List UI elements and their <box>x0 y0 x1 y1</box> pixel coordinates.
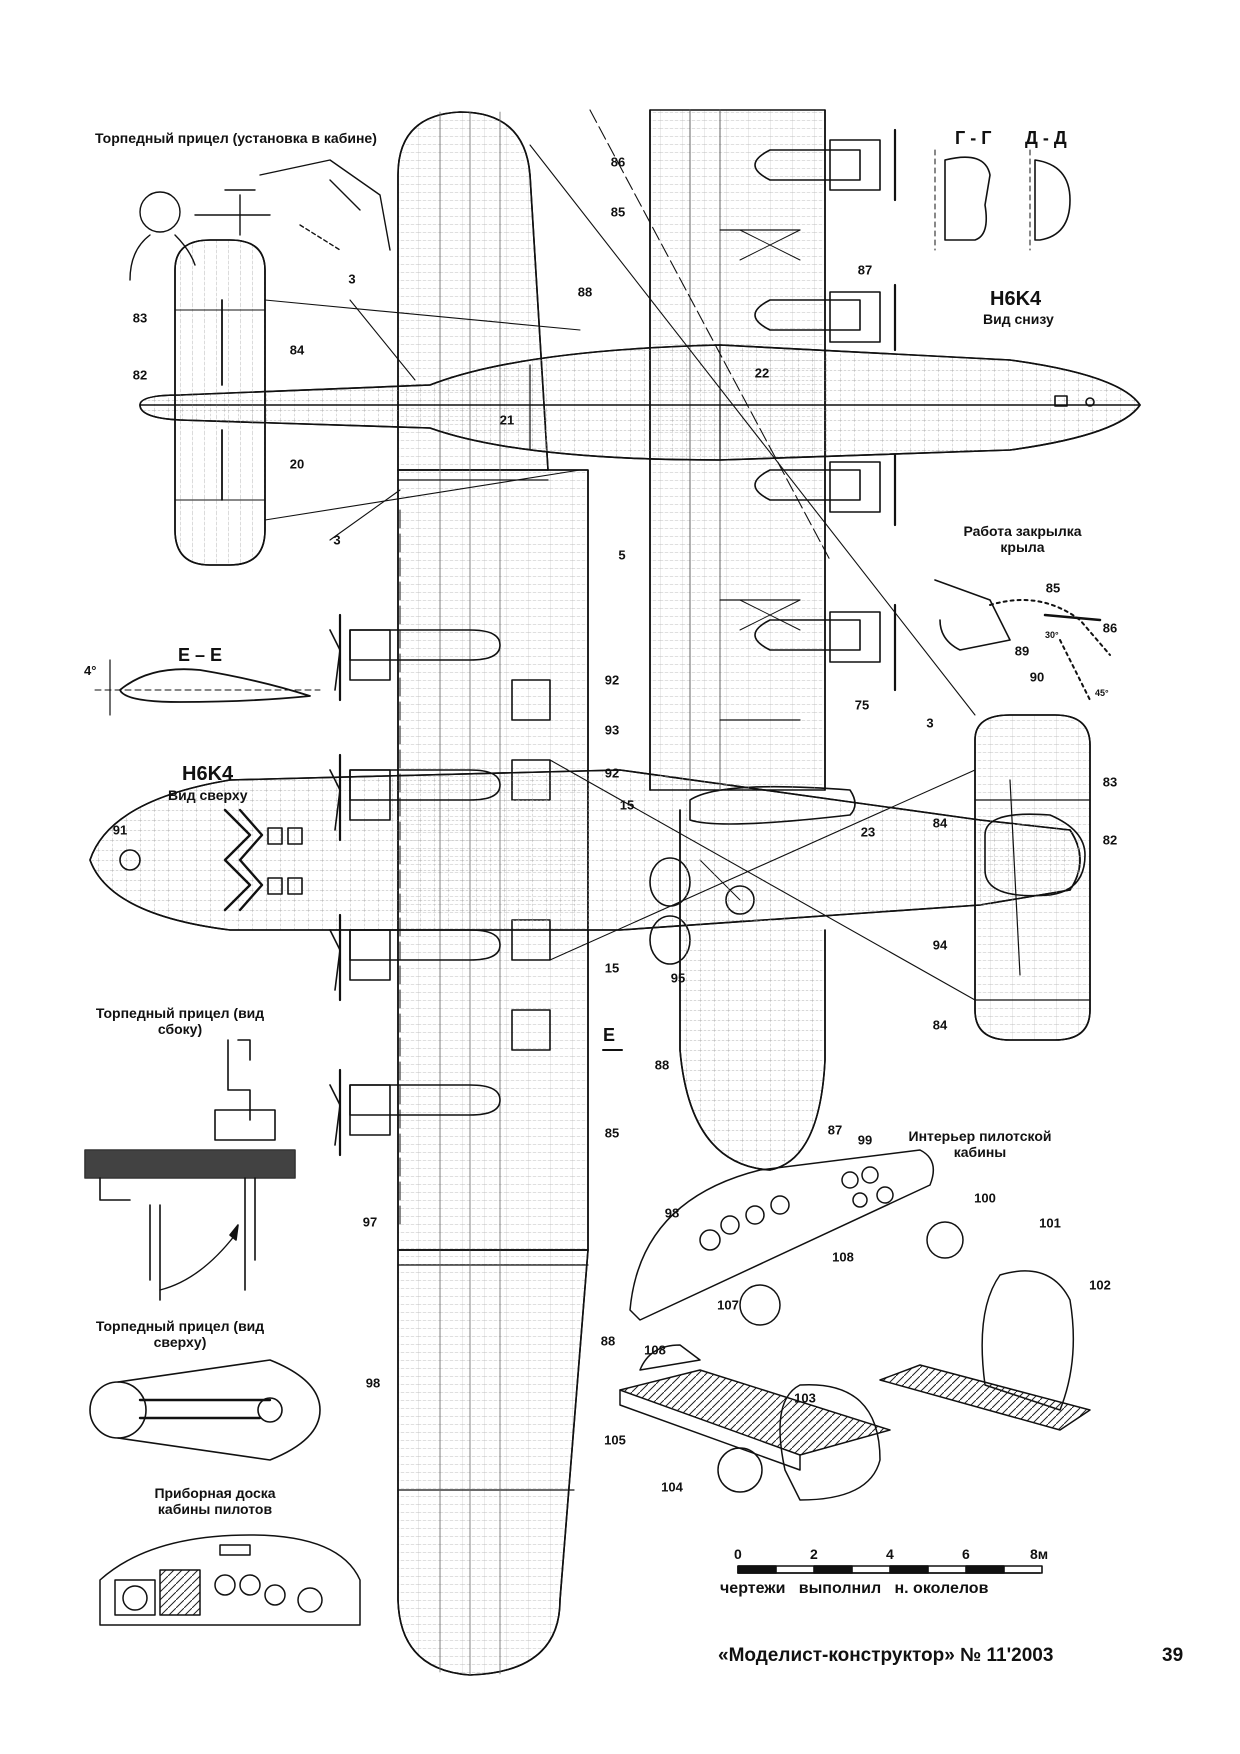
callout-83: 83 <box>132 310 148 326</box>
callout-84: 84 <box>932 815 948 831</box>
caption-torpedo-sight-side: Торпедный прицел (вид сбоку) <box>95 1005 265 1038</box>
magazine-footer: «Моделист-конструктор» № 11'2003 <box>718 1645 1054 1666</box>
drawing-credits: чертежи выполнил н. околелов <box>720 1580 989 1597</box>
scale-tick-4: 4 <box>886 1546 894 1562</box>
callout-87: 87 <box>827 1122 843 1138</box>
callout-22: 22 <box>754 365 770 381</box>
bottom-view-fuselage <box>139 344 1141 461</box>
callout-92: 92 <box>604 765 620 781</box>
callout-104: 104 <box>661 1479 683 1495</box>
callout-20: 20 <box>289 456 305 472</box>
callout-85: 85 <box>604 1125 620 1141</box>
callout-82: 82 <box>132 367 148 383</box>
callout-15: 15 <box>619 797 635 813</box>
callout-98: 98 <box>365 1375 381 1391</box>
section-profiles <box>934 149 1071 251</box>
callout-100: 100 <box>974 1190 996 1206</box>
callout-92: 92 <box>604 672 620 688</box>
bottom-view-tailplane <box>174 239 266 566</box>
caption-torpedo-sight-top: Торпедный прицел (вид сверху) <box>95 1318 265 1351</box>
callout-3: 3 <box>348 271 356 287</box>
callout-105: 105 <box>604 1432 626 1448</box>
callout-75: 75 <box>854 697 870 713</box>
callout-91: 91 <box>112 822 128 838</box>
callout-95: 95 <box>670 970 686 986</box>
scale-bar <box>737 1565 1043 1574</box>
page-number: 39 <box>1162 1645 1184 1666</box>
caption-h6k4-bottom-sub: Вид снизу <box>983 311 1054 327</box>
caption-instrument-panel: Приборная доска кабины пилотов <box>154 1485 276 1518</box>
callout-3: 3 <box>333 532 341 548</box>
torpedo-sight-top-sketch <box>89 1359 321 1461</box>
callout-84: 84 <box>932 1017 948 1033</box>
caption-flap-angle-30: 30° <box>1045 630 1059 640</box>
caption-section-dd: Д - Д <box>1025 128 1067 148</box>
callout-23: 23 <box>860 824 876 840</box>
caption-h6k4-bottom-title: H6K4 <box>990 288 1042 310</box>
torpedo-sight-side-sketch <box>84 1039 296 1301</box>
callout-107: 107 <box>717 1297 739 1313</box>
callout-3: 3 <box>926 715 934 731</box>
callout-85: 85 <box>610 204 626 220</box>
caption-section-gg: Г - Г <box>955 128 992 148</box>
callout-21: 21 <box>499 412 515 428</box>
top-view-tail <box>974 714 1091 1041</box>
callout-99: 99 <box>857 1132 873 1148</box>
callout-86: 86 <box>610 154 626 170</box>
callout-84: 84 <box>289 342 305 358</box>
callout-88: 88 <box>654 1057 670 1073</box>
caption-cockpit-interior: Интерьер пилотской кабины <box>908 1128 1052 1161</box>
flap-diagram <box>934 579 1111 701</box>
caption-flap-operation: Работа закрылка крыла <box>963 523 1082 556</box>
instrument-panel-sketch <box>99 1534 361 1626</box>
callout-90: 90 <box>1029 669 1045 685</box>
callout-108: 108 <box>644 1342 666 1358</box>
callout-88: 88 <box>600 1333 616 1349</box>
callout-98: 98 <box>664 1205 680 1221</box>
callout-82: 82 <box>1102 832 1118 848</box>
scale-tick-0: 0 <box>734 1546 742 1562</box>
top-view-engines <box>329 613 501 1157</box>
scale-tick-8m: 8м <box>1030 1546 1049 1562</box>
caption-section-e-mark: Е <box>603 1025 616 1045</box>
callout-86: 86 <box>1102 620 1118 636</box>
callout-83: 83 <box>1102 774 1118 790</box>
callout-103: 103 <box>794 1390 816 1406</box>
callout-101: 101 <box>1039 1215 1061 1231</box>
callout-94: 94 <box>932 937 948 953</box>
callout-15: 15 <box>604 960 620 976</box>
callout-5: 5 <box>618 547 626 563</box>
bottom-view-engines <box>754 128 897 692</box>
scale-tick-6: 6 <box>962 1546 970 1562</box>
callout-102: 102 <box>1089 1277 1111 1293</box>
caption-h6k4-top-title: H6K4 <box>182 763 234 785</box>
callout-85: 85 <box>1045 580 1061 596</box>
caption-h6k4-top-sub: Вид сверху <box>168 787 248 803</box>
caption-torpedo-sight-cabin: Торпедный прицел (установка в кабине) <box>95 130 377 146</box>
callout-89: 89 <box>1014 643 1030 659</box>
scale-tick-2: 2 <box>810 1546 818 1562</box>
callout-108: 108 <box>832 1249 854 1265</box>
callout-97: 97 <box>362 1214 378 1230</box>
airfoil-ee <box>94 659 321 716</box>
leader-lines <box>264 109 976 1001</box>
caption-angle-4: 4° <box>84 663 97 678</box>
torpedo-sight-cabin-sketch <box>129 159 391 281</box>
caption-section-ee: Е – Е <box>178 645 223 665</box>
callout-93: 93 <box>604 722 620 738</box>
callout-87: 87 <box>857 262 873 278</box>
caption-flap-angle-45: 45° <box>1095 688 1109 698</box>
cockpit-interior-sketch <box>619 1149 1091 1501</box>
callout-88: 88 <box>577 284 593 300</box>
